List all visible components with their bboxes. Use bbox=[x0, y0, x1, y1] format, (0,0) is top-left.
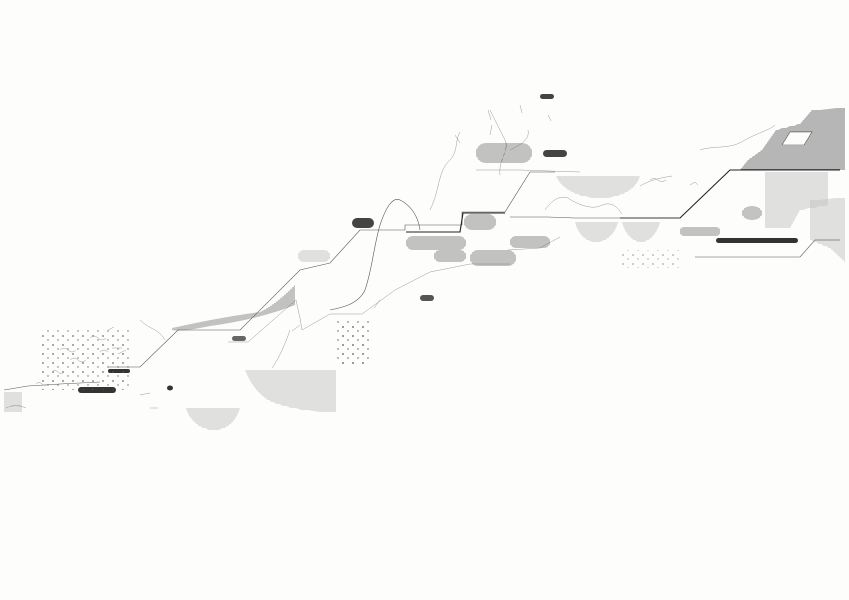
right-edge-hatched-mass bbox=[740, 108, 845, 262]
scattered-marks bbox=[35, 178, 699, 390]
river-lines bbox=[139, 109, 776, 369]
terrace-contour-lines bbox=[3, 169, 840, 391]
faint-sketch-strokes bbox=[5, 104, 552, 409]
hatched-blobs bbox=[78, 94, 798, 393]
hatched-bowls bbox=[4, 176, 660, 430]
